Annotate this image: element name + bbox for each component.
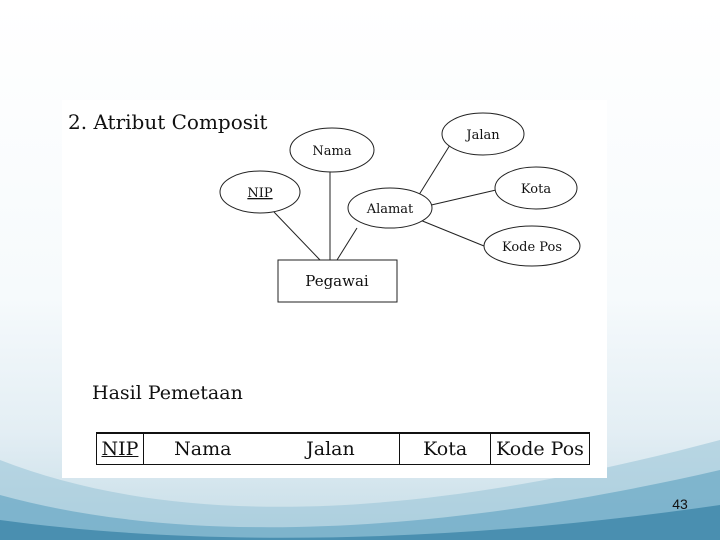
content-image-panel: Nama NIP Alamat Jalan Kota Kode Pos Pega… bbox=[62, 100, 607, 478]
result-title: Hasil Pemetaan bbox=[92, 382, 243, 404]
section-title: 2. Atribut Composit bbox=[68, 110, 268, 134]
decorative-wave bbox=[0, 440, 720, 540]
attr-alamat-label: Alamat bbox=[366, 202, 414, 217]
entity-pegawai-label: Pegawai bbox=[305, 272, 369, 290]
page-number: 43 bbox=[672, 496, 688, 512]
attr-jalan-label: Jalan bbox=[464, 128, 500, 143]
attr-jalan-ellipse bbox=[441, 112, 525, 156]
link-alamat-kota bbox=[426, 189, 497, 207]
er-diagram: Nama NIP Alamat Jalan Kota Kode Pos Pega… bbox=[219, 112, 581, 303]
attr-nip-ellipse bbox=[219, 170, 301, 214]
attr-alamat-ellipse bbox=[347, 187, 433, 229]
link-nip-pegawai bbox=[273, 211, 321, 261]
table-cell-jalan: Jalan bbox=[261, 433, 401, 465]
attr-kota-label: Kota bbox=[521, 182, 551, 197]
table-cell-nip: NIP bbox=[96, 433, 144, 465]
attr-nip-label: NIP bbox=[247, 186, 273, 201]
table-cell-kodepos: Kode Pos bbox=[490, 433, 590, 465]
mapping-table: NIP Nama Jalan Kota Kode Pos bbox=[96, 432, 590, 465]
attr-kodepos-label: Kode Pos bbox=[502, 240, 562, 255]
attr-nama-ellipse bbox=[289, 127, 375, 173]
table-cell-nama: Nama bbox=[142, 433, 262, 465]
table-cell-kota: Kota bbox=[399, 433, 492, 465]
attr-kota-ellipse bbox=[494, 166, 578, 210]
link-alamat-kodepos bbox=[419, 219, 485, 247]
link-alamat-pegawai bbox=[336, 227, 358, 261]
attr-kodepos-ellipse bbox=[483, 225, 581, 267]
link-alamat-jalan bbox=[416, 144, 451, 199]
table-row: NIP Nama Jalan Kota Kode Pos bbox=[96, 433, 590, 465]
attr-nama-label: Nama bbox=[312, 144, 351, 159]
entity-pegawai-box bbox=[277, 259, 398, 303]
